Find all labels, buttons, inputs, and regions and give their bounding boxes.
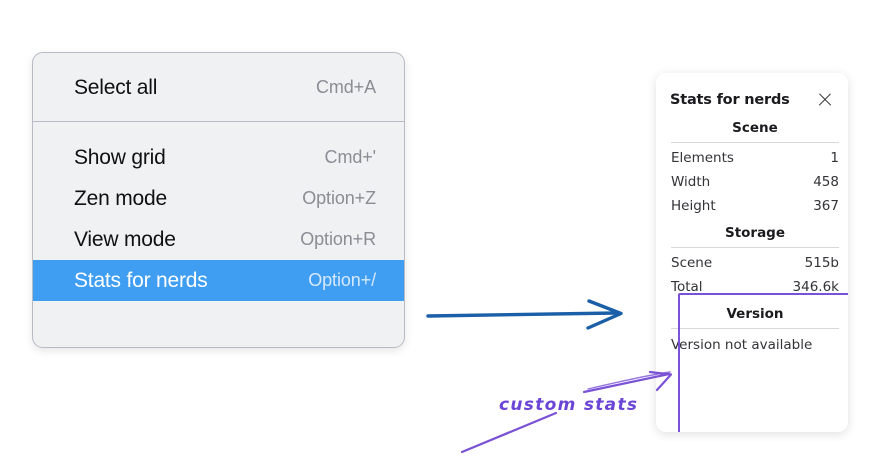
stat-label: Width [671, 174, 711, 190]
stat-row-elements: Elements 1 [670, 146, 840, 170]
menu-item-label: Stats for nerds [74, 268, 208, 292]
menu-separator [33, 121, 404, 122]
menu-item-shortcut: Option+R [300, 229, 376, 249]
stat-row-width: Width 458 [670, 170, 840, 194]
stat-row-height: Height 367 [670, 194, 840, 218]
stat-value: 1 [830, 150, 839, 166]
stat-label: Elements [671, 150, 734, 166]
blue-arrow [426, 299, 623, 330]
stat-label: Total [671, 279, 703, 295]
menu-item-label: Select all [74, 75, 158, 99]
stat-row-scene-storage: Scene 515b [670, 251, 840, 275]
stats-for-nerds-panel[interactable]: Stats for nerds Scene Elements 1 Width 4… [656, 73, 848, 432]
stat-row-total-storage: Total 346.6k [670, 275, 840, 299]
menu-group-top: Select all Cmd+A [33, 53, 404, 121]
stat-value: 367 [813, 198, 839, 214]
section-divider [671, 142, 839, 143]
version-text: Version not available [671, 337, 813, 353]
stat-label: Height [671, 198, 716, 214]
menu-item-shortcut: Option+/ [308, 270, 376, 290]
menu-item-select-all[interactable]: Select all Cmd+A [33, 67, 404, 108]
stat-value: 458 [813, 174, 839, 190]
stats-section-storage: Storage Scene 515b Total 346.6k [670, 218, 840, 299]
menu-item-view-mode[interactable]: View mode Option+R [33, 219, 404, 260]
stat-value: 515b [804, 255, 839, 271]
stats-panel-content: Stats for nerds Scene Elements 1 Width 4… [670, 87, 848, 432]
menu-item-shortcut: Option+Z [302, 188, 376, 208]
stats-section-version: Version Version not available [670, 299, 840, 357]
menu-item-label: View mode [74, 227, 176, 251]
stats-section-scene: Scene Elements 1 Width 458 Height 367 [670, 113, 840, 218]
stats-panel-header: Stats for nerds [670, 87, 840, 113]
menu-item-label: Zen mode [74, 186, 167, 210]
menu-item-shortcut: Cmd+' [324, 147, 377, 167]
stat-value: 346.6k [792, 279, 839, 295]
context-menu[interactable]: Select all Cmd+A Show grid Cmd+' Zen mod… [32, 52, 405, 348]
section-title-scene: Scene [732, 120, 778, 136]
purple-arrow-lower [460, 411, 558, 454]
annotation-label: custom stats [499, 395, 638, 415]
menu-item-show-grid[interactable]: Show grid Cmd+' [33, 137, 404, 178]
section-divider [671, 328, 839, 329]
section-title-storage: Storage [724, 225, 786, 241]
menu-item-label: Show grid [74, 145, 166, 169]
menu-item-zen-mode[interactable]: Zen mode Option+Z [33, 178, 404, 219]
menu-item-shortcut: Cmd+A [315, 77, 376, 97]
section-title-version: Version [726, 306, 784, 322]
menu-group-bottom: Show grid Cmd+' Zen mode Option+Z View m… [33, 122, 404, 315]
stat-label: Scene [671, 255, 713, 271]
panel-title: Stats for nerds [670, 92, 790, 108]
close-icon[interactable] [816, 91, 834, 109]
section-divider [671, 247, 839, 248]
stats-sections: Scene Elements 1 Width 458 Height 367 St… [670, 113, 848, 432]
menu-item-stats-for-nerds[interactable]: Stats for nerds Option+/ [33, 260, 404, 301]
